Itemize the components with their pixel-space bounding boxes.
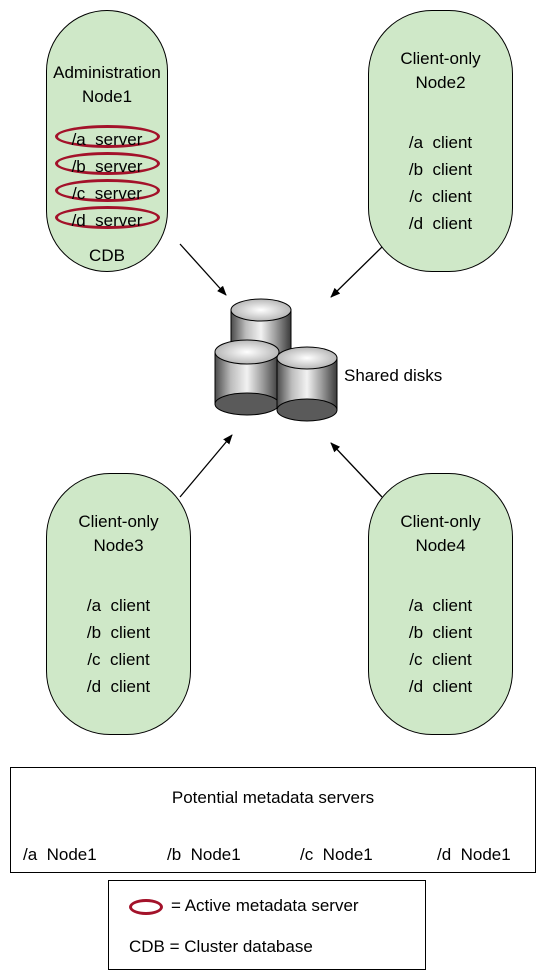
metadata-server-a: /a Node1 [23, 845, 97, 864]
node1-mount-b: /b server [54, 152, 160, 176]
node3-title-line2: Node3 [93, 536, 144, 555]
node1-mount-d: /d server [54, 206, 160, 230]
node2-mount-a: /a client [408, 133, 473, 152]
node2-mount-b: /b client [408, 160, 473, 179]
disk-left-icon [214, 339, 280, 416]
node3-mounts: /a client /b client /c client /d client [47, 592, 190, 700]
node4-title: Client-only Node4 [369, 510, 512, 558]
node2-title: Client-only Node2 [369, 47, 512, 95]
node4-mount-b: /b client [408, 623, 473, 642]
node3-title: Client-only Node3 [47, 510, 190, 558]
arrow-node1-to-disks [179, 243, 227, 296]
metadata-server-c: /c Node1 [300, 845, 373, 864]
node4-mount-d: /d client [408, 677, 473, 696]
node1-mount-c: /c server [54, 179, 160, 203]
node1-mounts: /a server /b server /c server /d server [47, 125, 167, 233]
node2-pill: Client-only Node2 /a client /b client /c… [368, 10, 513, 272]
node2-title-line1: Client-only [400, 49, 481, 68]
shared-disks-label: Shared disks [344, 366, 443, 385]
node2-mount-c: /c client [409, 187, 472, 206]
node4-pill: Client-only Node4 /a client /b client /c… [368, 473, 513, 735]
node4-title-line2: Node4 [415, 536, 466, 555]
node1-mount-a: /a server [54, 125, 160, 149]
node1-title-line2: Node1 [81, 87, 133, 106]
node1-pill: Administration Node1 /a server /b server… [46, 10, 168, 272]
node3-mount-c: /c client [87, 650, 150, 669]
legend-active-label: = Active metadata server [171, 896, 359, 915]
node2-title-line2: Node2 [415, 73, 466, 92]
node3-mount-a: /a client [86, 596, 151, 615]
node2-mounts: /a client /b client /c client /d client [369, 129, 512, 237]
arrow-node3-to-disks [179, 434, 233, 498]
legend-cdb: CDB = Cluster database [129, 937, 313, 956]
disk-right-icon [276, 346, 338, 422]
node4-mounts: /a client /b client /c client /d client [369, 592, 512, 700]
node1-title-line1: Administration [53, 63, 161, 82]
node4-title-line1: Client-only [400, 512, 481, 531]
metadata-server-d: /d Node1 [437, 845, 511, 864]
node1-title: Administration Node1 [47, 61, 167, 109]
legend-active-server: = Active metadata server [129, 894, 359, 918]
node3-mount-d: /d client [86, 677, 151, 696]
legend-box: = Active metadata server CDB = Cluster d… [108, 880, 426, 970]
arrow-node4-to-disks [330, 442, 383, 498]
node4-mount-a: /a client [408, 596, 473, 615]
node3-title-line1: Client-only [78, 512, 159, 531]
metadata-servers-title: Potential metadata servers [171, 788, 375, 807]
node1-cdb: CDB [89, 246, 125, 265]
node3-mount-b: /b client [86, 623, 151, 642]
metadata-servers-box: Potential metadata servers /a Node1 /b N… [10, 767, 536, 873]
node3-pill: Client-only Node3 /a client /b client /c… [46, 473, 191, 735]
metadata-server-b: /b Node1 [167, 845, 241, 864]
node2-mount-d: /d client [408, 214, 473, 233]
node4-mount-c: /c client [409, 650, 472, 669]
active-server-ellipse-icon [129, 898, 163, 915]
arrow-node2-to-disks [330, 246, 383, 298]
